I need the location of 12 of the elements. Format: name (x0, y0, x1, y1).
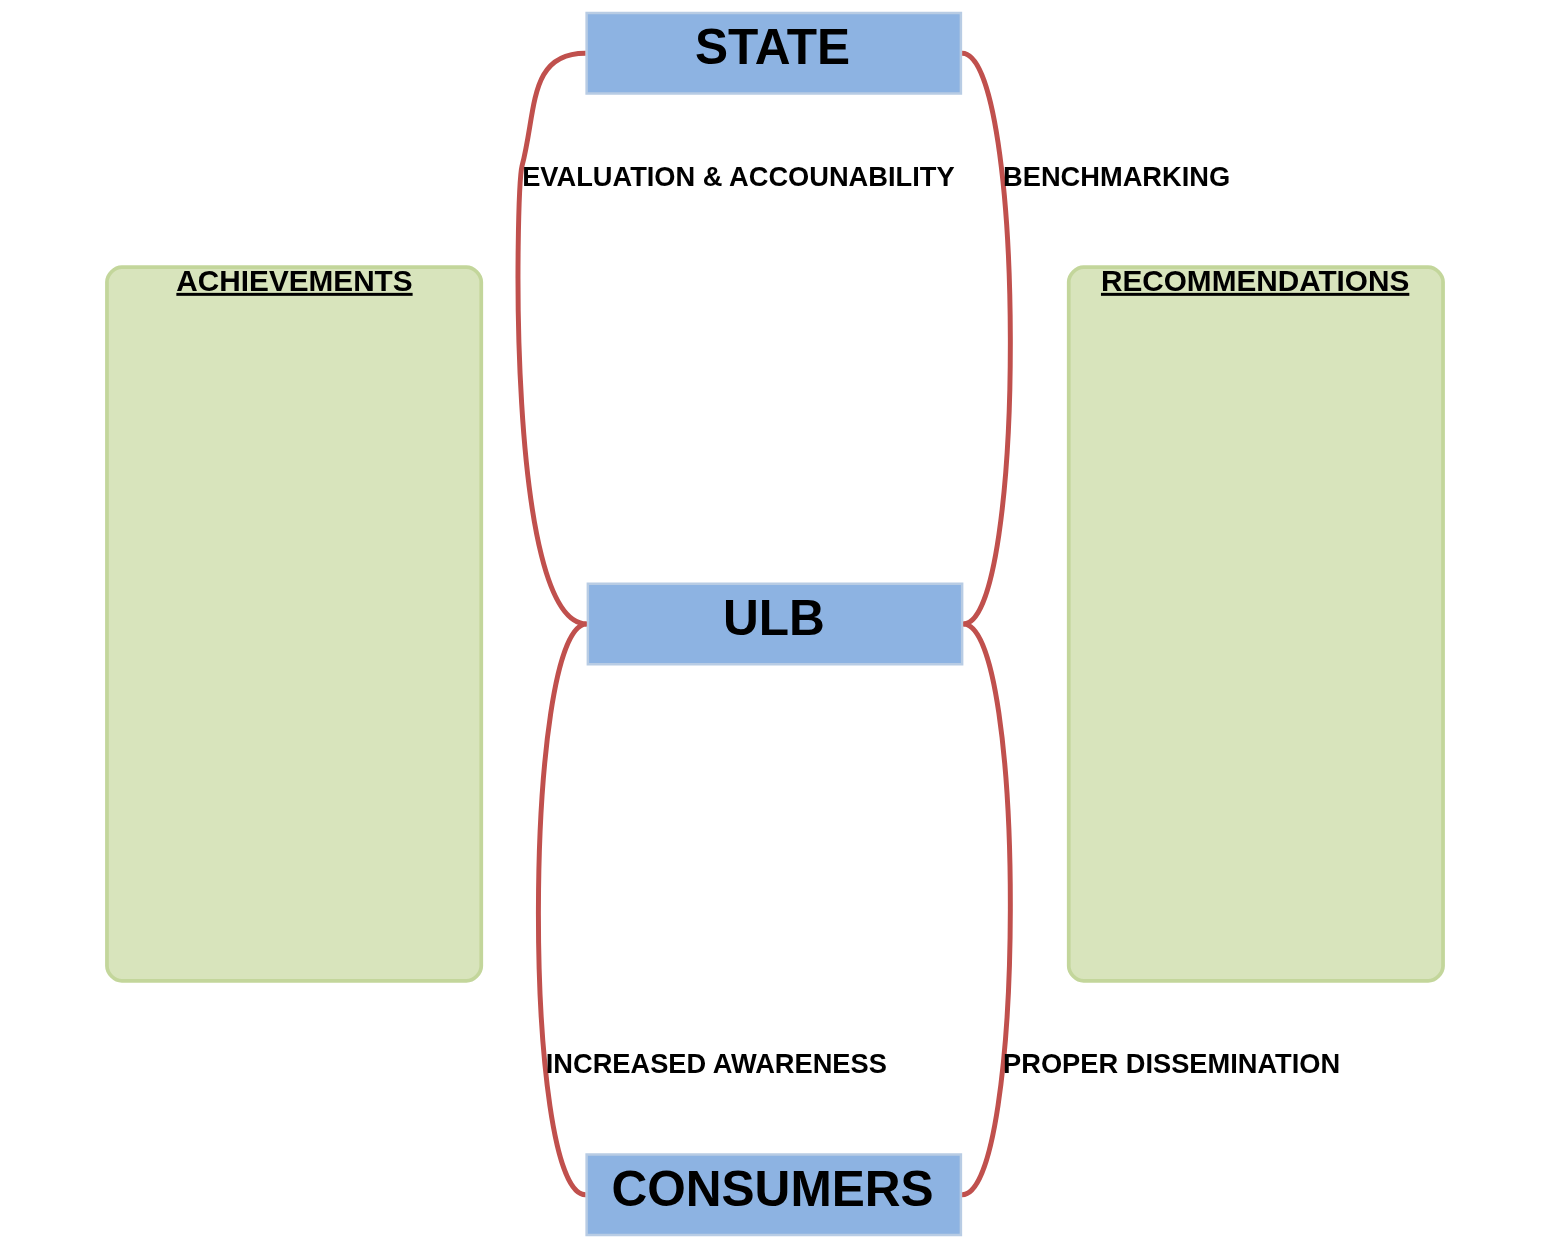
node-box: ULB (586, 582, 963, 666)
node-box: STATE (584, 11, 962, 95)
edge-label: INCREASED AWARENESS (545, 1048, 887, 1080)
edge-label: EVALUATION & ACCOUNABILITY (521, 160, 955, 192)
node-box: ACHIEVEMENTS (104, 265, 483, 983)
connector (535, 622, 588, 1197)
connector (960, 622, 1013, 1197)
edge-label: BENCHMARKING (1002, 160, 1230, 192)
connector (515, 50, 588, 627)
node-box: CONSUMERS (584, 1153, 962, 1237)
connector (960, 51, 1013, 626)
node-box: RECOMMENDATIONS (1066, 265, 1445, 983)
